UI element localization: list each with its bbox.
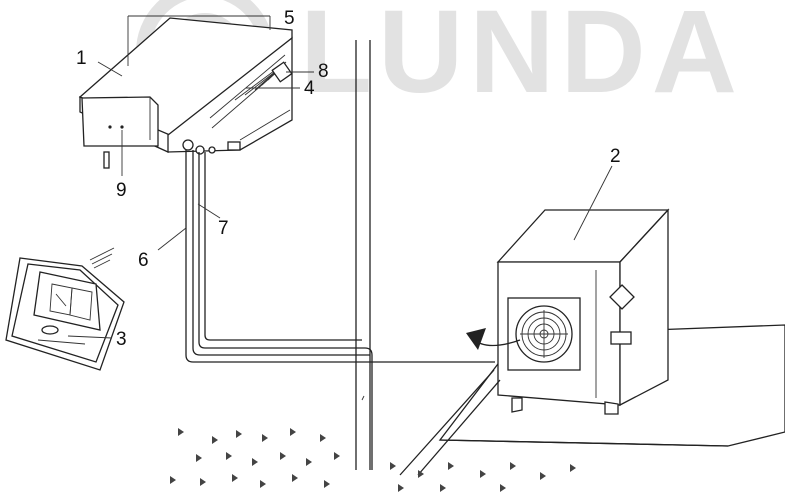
leader-lines <box>67 15 613 339</box>
callout-9: 9 <box>116 180 127 201</box>
callout-1: 1 <box>76 48 87 69</box>
callout-labels: 1 2 3 4 5 6 7 8 9 <box>76 8 621 350</box>
callout-8: 8 <box>318 61 329 82</box>
outdoor-unit <box>466 208 670 415</box>
callout-7: 7 <box>218 218 229 239</box>
watermark-text: LUNDA <box>300 0 743 118</box>
callout-2: 2 <box>610 146 621 167</box>
indoor-unit <box>78 17 293 169</box>
gravel <box>170 428 576 492</box>
callout-3: 3 <box>116 329 127 350</box>
remote-controller <box>5 247 125 371</box>
callout-5: 5 <box>284 8 295 29</box>
wall <box>355 40 371 470</box>
ground-trench <box>399 369 501 476</box>
callout-4: 4 <box>304 78 315 99</box>
callout-6: 6 <box>138 250 149 271</box>
refrigerant-pipes <box>185 150 495 470</box>
